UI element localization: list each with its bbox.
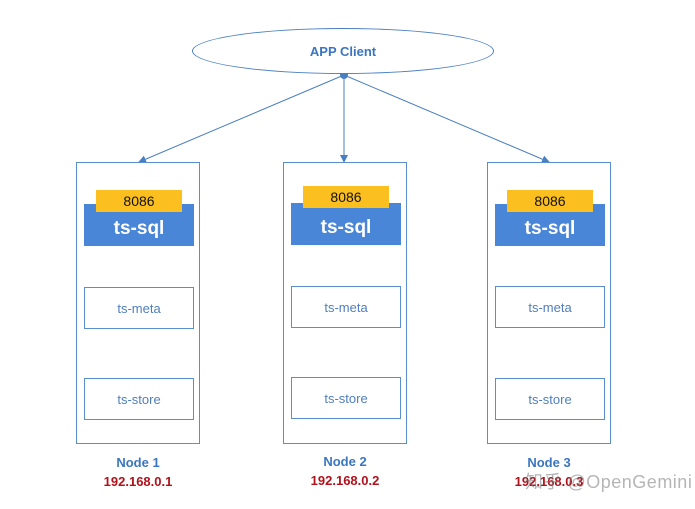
ts-sql-block: ts-sql <box>495 204 605 246</box>
ts-store-block: ts-store <box>291 377 401 419</box>
node-3-name: Node 3 <box>527 455 571 470</box>
port-label: 8086 <box>534 193 566 209</box>
node-2-name: Node 2 <box>323 454 367 469</box>
ts-meta-block: ts-meta <box>495 286 605 328</box>
port-badge: 8086 <box>507 190 593 212</box>
ts-sql-label: ts-sql <box>524 218 576 239</box>
ts-sql-label: ts-sql <box>320 217 372 238</box>
watermark: 知乎 @OpenGemini <box>525 472 693 492</box>
node-3-box: ts-sql 8086 ts-meta ts-store <box>487 162 611 444</box>
ts-meta-label: ts-meta <box>528 299 572 315</box>
ts-store-block: ts-store <box>84 378 194 420</box>
ts-store-label: ts-store <box>117 391 161 407</box>
port-label: 8086 <box>123 193 155 209</box>
app-client-label: APP Client <box>309 43 377 59</box>
node-1-name: Node 1 <box>116 455 160 470</box>
ts-store-label: ts-store <box>528 391 572 407</box>
node-2-box: ts-sql 8086 ts-meta ts-store <box>283 162 407 444</box>
node-2-ip: 192.168.0.2 <box>310 473 380 488</box>
node-1-box: ts-sql 8086 ts-meta ts-store <box>76 162 200 444</box>
ts-meta-label: ts-meta <box>324 299 368 315</box>
arrow-to-node-1 <box>138 74 345 163</box>
port-label: 8086 <box>330 189 362 205</box>
ts-store-block: ts-store <box>495 378 605 420</box>
ts-meta-block: ts-meta <box>84 287 194 329</box>
node-3-ip: 192.168.0.3 <box>514 474 584 489</box>
app-client: APP Client <box>192 28 494 74</box>
ts-meta-label: ts-meta <box>117 300 161 316</box>
port-badge: 8086 <box>303 186 389 208</box>
ts-store-label: ts-store <box>324 390 368 406</box>
arrow-to-node-3 <box>343 74 550 163</box>
ts-sql-block: ts-sql <box>291 203 401 245</box>
ts-sql-label: ts-sql <box>113 218 165 239</box>
ts-meta-block: ts-meta <box>291 286 401 328</box>
port-badge: 8086 <box>96 190 182 212</box>
node-1-ip: 192.168.0.1 <box>103 474 173 489</box>
